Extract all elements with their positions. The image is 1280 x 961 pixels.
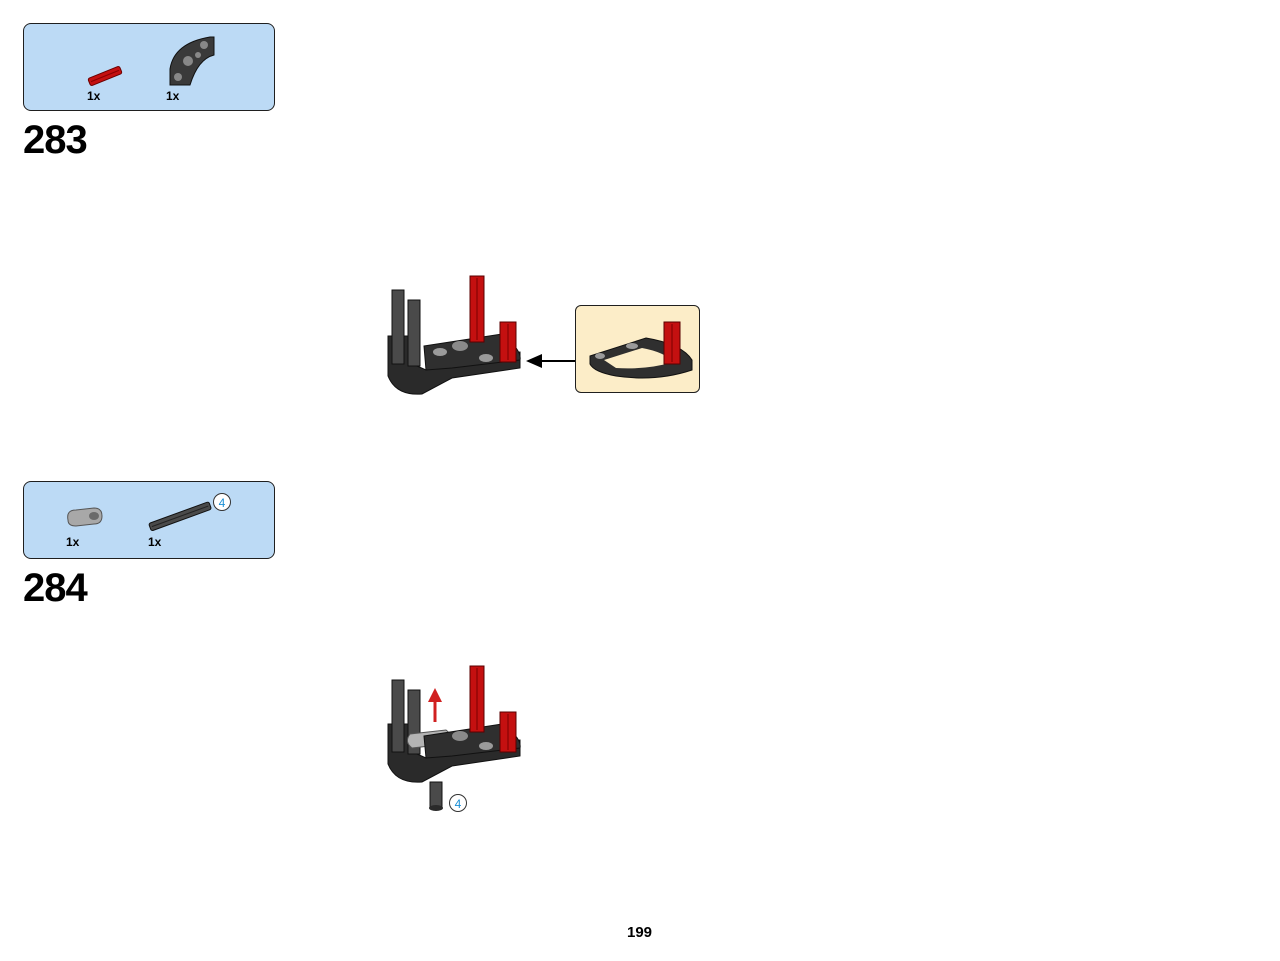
length-badge: 4 (213, 493, 231, 511)
parts-list-box-283: 1x 1x (23, 23, 275, 111)
length-badge: 4 (449, 794, 467, 812)
page-number: 199 (627, 924, 653, 941)
sub-assembly-callout (575, 305, 700, 393)
red-axle-icon (87, 66, 123, 86)
insert-arrow (526, 354, 576, 368)
sub-assembly-model (589, 321, 693, 379)
part-qty: 1x (66, 535, 80, 549)
quarter-round-beam-icon (169, 36, 215, 86)
step-number: 283 (23, 118, 88, 162)
parts-list-box-284: 1x 4 1x (23, 481, 275, 559)
assembly-283-model (387, 275, 521, 395)
part-qty: 1x (148, 535, 162, 549)
part-qty: 1x (166, 89, 180, 103)
dark-axle-icon (148, 501, 212, 531)
grey-connector-icon (67, 507, 103, 527)
assembly-284-model (387, 665, 521, 811)
part-qty: 1x (87, 89, 101, 103)
step-number: 284 (23, 566, 88, 610)
